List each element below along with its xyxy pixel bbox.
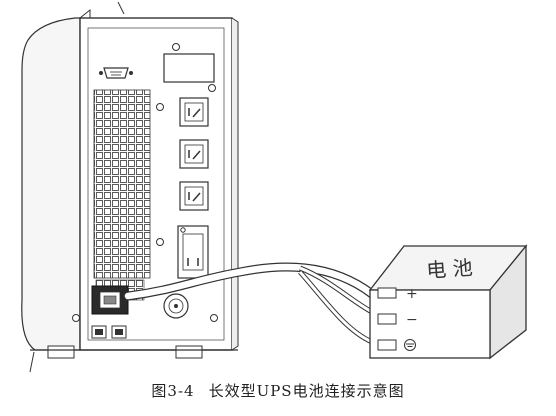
terminal-negative: − (377, 312, 418, 328)
output-socket-1 (179, 97, 209, 127)
battery-connector (91, 285, 129, 315)
network-port-icon (91, 325, 107, 339)
screw-icon (72, 314, 80, 322)
terminal-negative-symbol: − (406, 312, 418, 328)
ups-foot-right (175, 345, 203, 359)
figure-number: 图3-4 (151, 382, 195, 400)
output-socket-2 (179, 139, 209, 169)
input-socket (177, 225, 209, 279)
ups-foot-left (47, 345, 75, 359)
terminal-positive-symbol: + (406, 286, 418, 302)
terminal-positive: + (377, 286, 418, 302)
output-socket-3 (179, 181, 209, 211)
terminal-ground (377, 339, 416, 351)
screw-icon (210, 314, 218, 322)
battery-cable (123, 262, 377, 345)
screw-icon (156, 103, 164, 111)
network-port-icon (111, 325, 127, 339)
figure-title: 长效型UPS电池连接示意图 (208, 382, 405, 400)
fan-icon (163, 293, 189, 319)
top-cover-plate (163, 43, 216, 92)
ventilation-grille (93, 89, 151, 279)
figure-caption: 图3-4 长效型UPS电池连接示意图 (0, 380, 556, 401)
screw-icon (208, 84, 216, 92)
battery-box (368, 244, 528, 360)
battery-label: 电 池 (426, 255, 474, 282)
ground-icon (404, 339, 416, 351)
serial-port-icon (99, 67, 133, 79)
screw-icon (156, 238, 164, 246)
screw-icon (172, 43, 180, 51)
